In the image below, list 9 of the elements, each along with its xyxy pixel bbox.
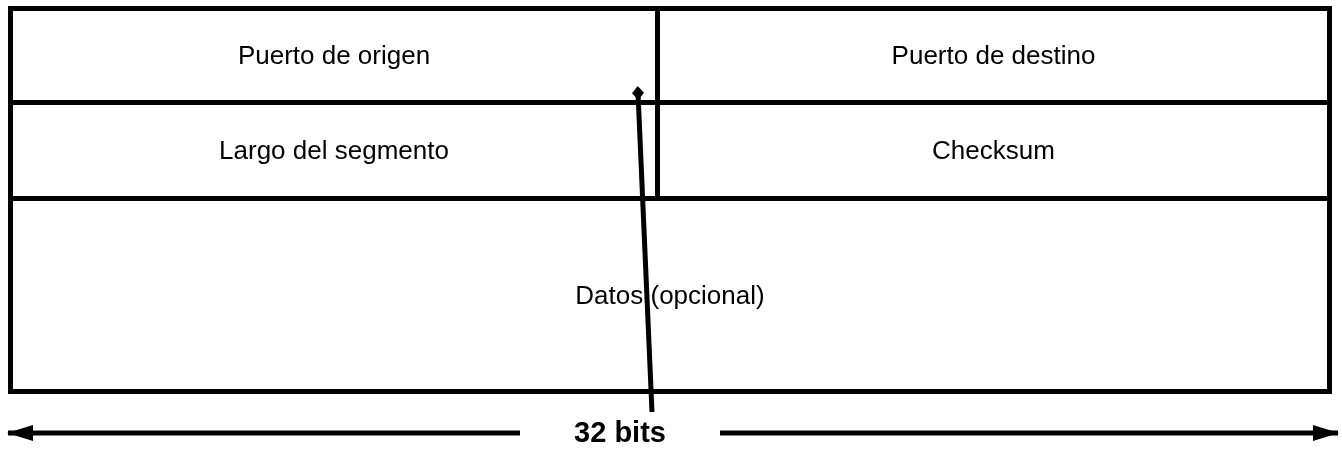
field-cell	[13, 11, 660, 105]
field-label: Largo del segmento	[219, 135, 449, 166]
field-label: Puerto de origen	[237, 40, 431, 71]
field-label: Checksum	[932, 135, 1055, 166]
field-cell	[13, 105, 660, 201]
field-label: Datos (opcional)	[575, 279, 765, 311]
dimension-label: 32 bits	[574, 415, 666, 449]
field-label: Puerto de destino	[891, 40, 1096, 71]
leader-line	[632, 86, 655, 413]
